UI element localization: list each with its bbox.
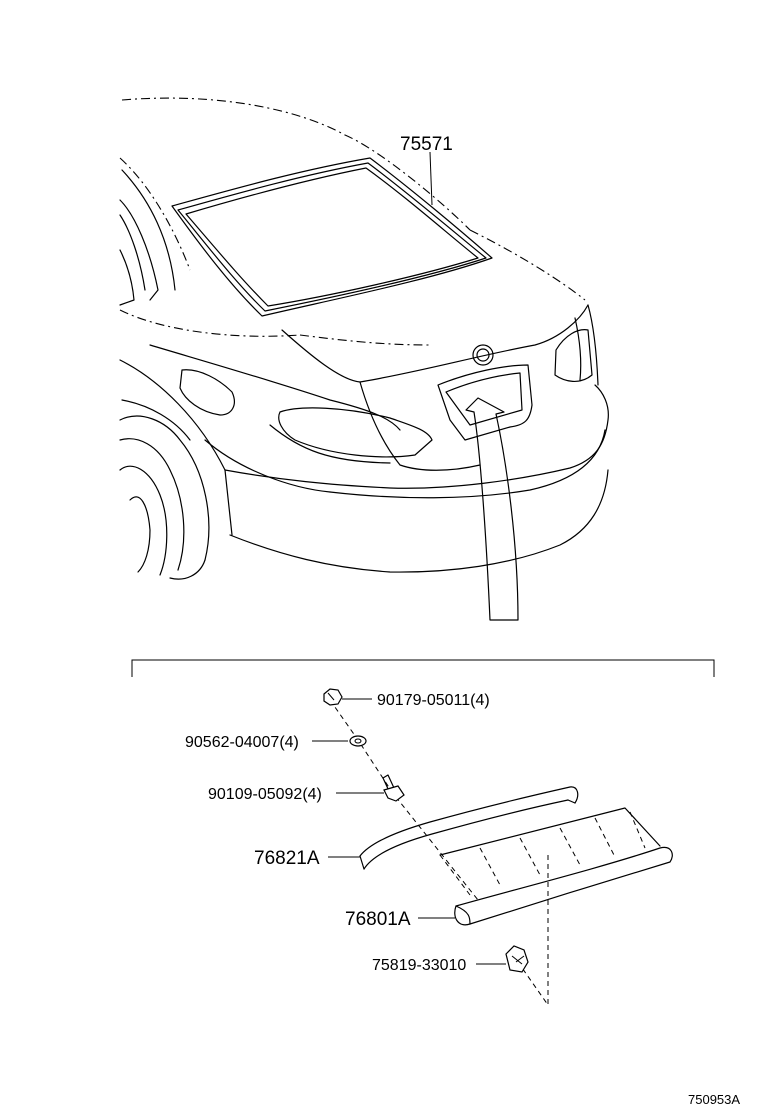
clip-label: 75819-33010 (372, 957, 466, 974)
assembly-line-clip (519, 855, 549, 1007)
weatherstrip-label: 75571 (400, 134, 453, 155)
car-rear-illustration (119, 97, 609, 621)
garnish-label: 76801A (345, 909, 411, 930)
garnish-part (439, 807, 673, 926)
clip-part (505, 945, 529, 973)
nut-part (323, 688, 343, 706)
nut-label: 90179-05011(4) (377, 692, 490, 709)
assembly-line (329, 699, 479, 901)
washer-label: 90562-04007(4) (185, 734, 299, 751)
bolt-part (382, 774, 405, 802)
detail-bracket (131, 659, 715, 677)
moulding-part (359, 786, 579, 870)
moulding-label: 76821A (254, 848, 320, 869)
washer-part (349, 735, 367, 747)
figure-code: 750953A (688, 1092, 740, 1107)
bolt-label: 90109-05092(4) (208, 786, 322, 803)
